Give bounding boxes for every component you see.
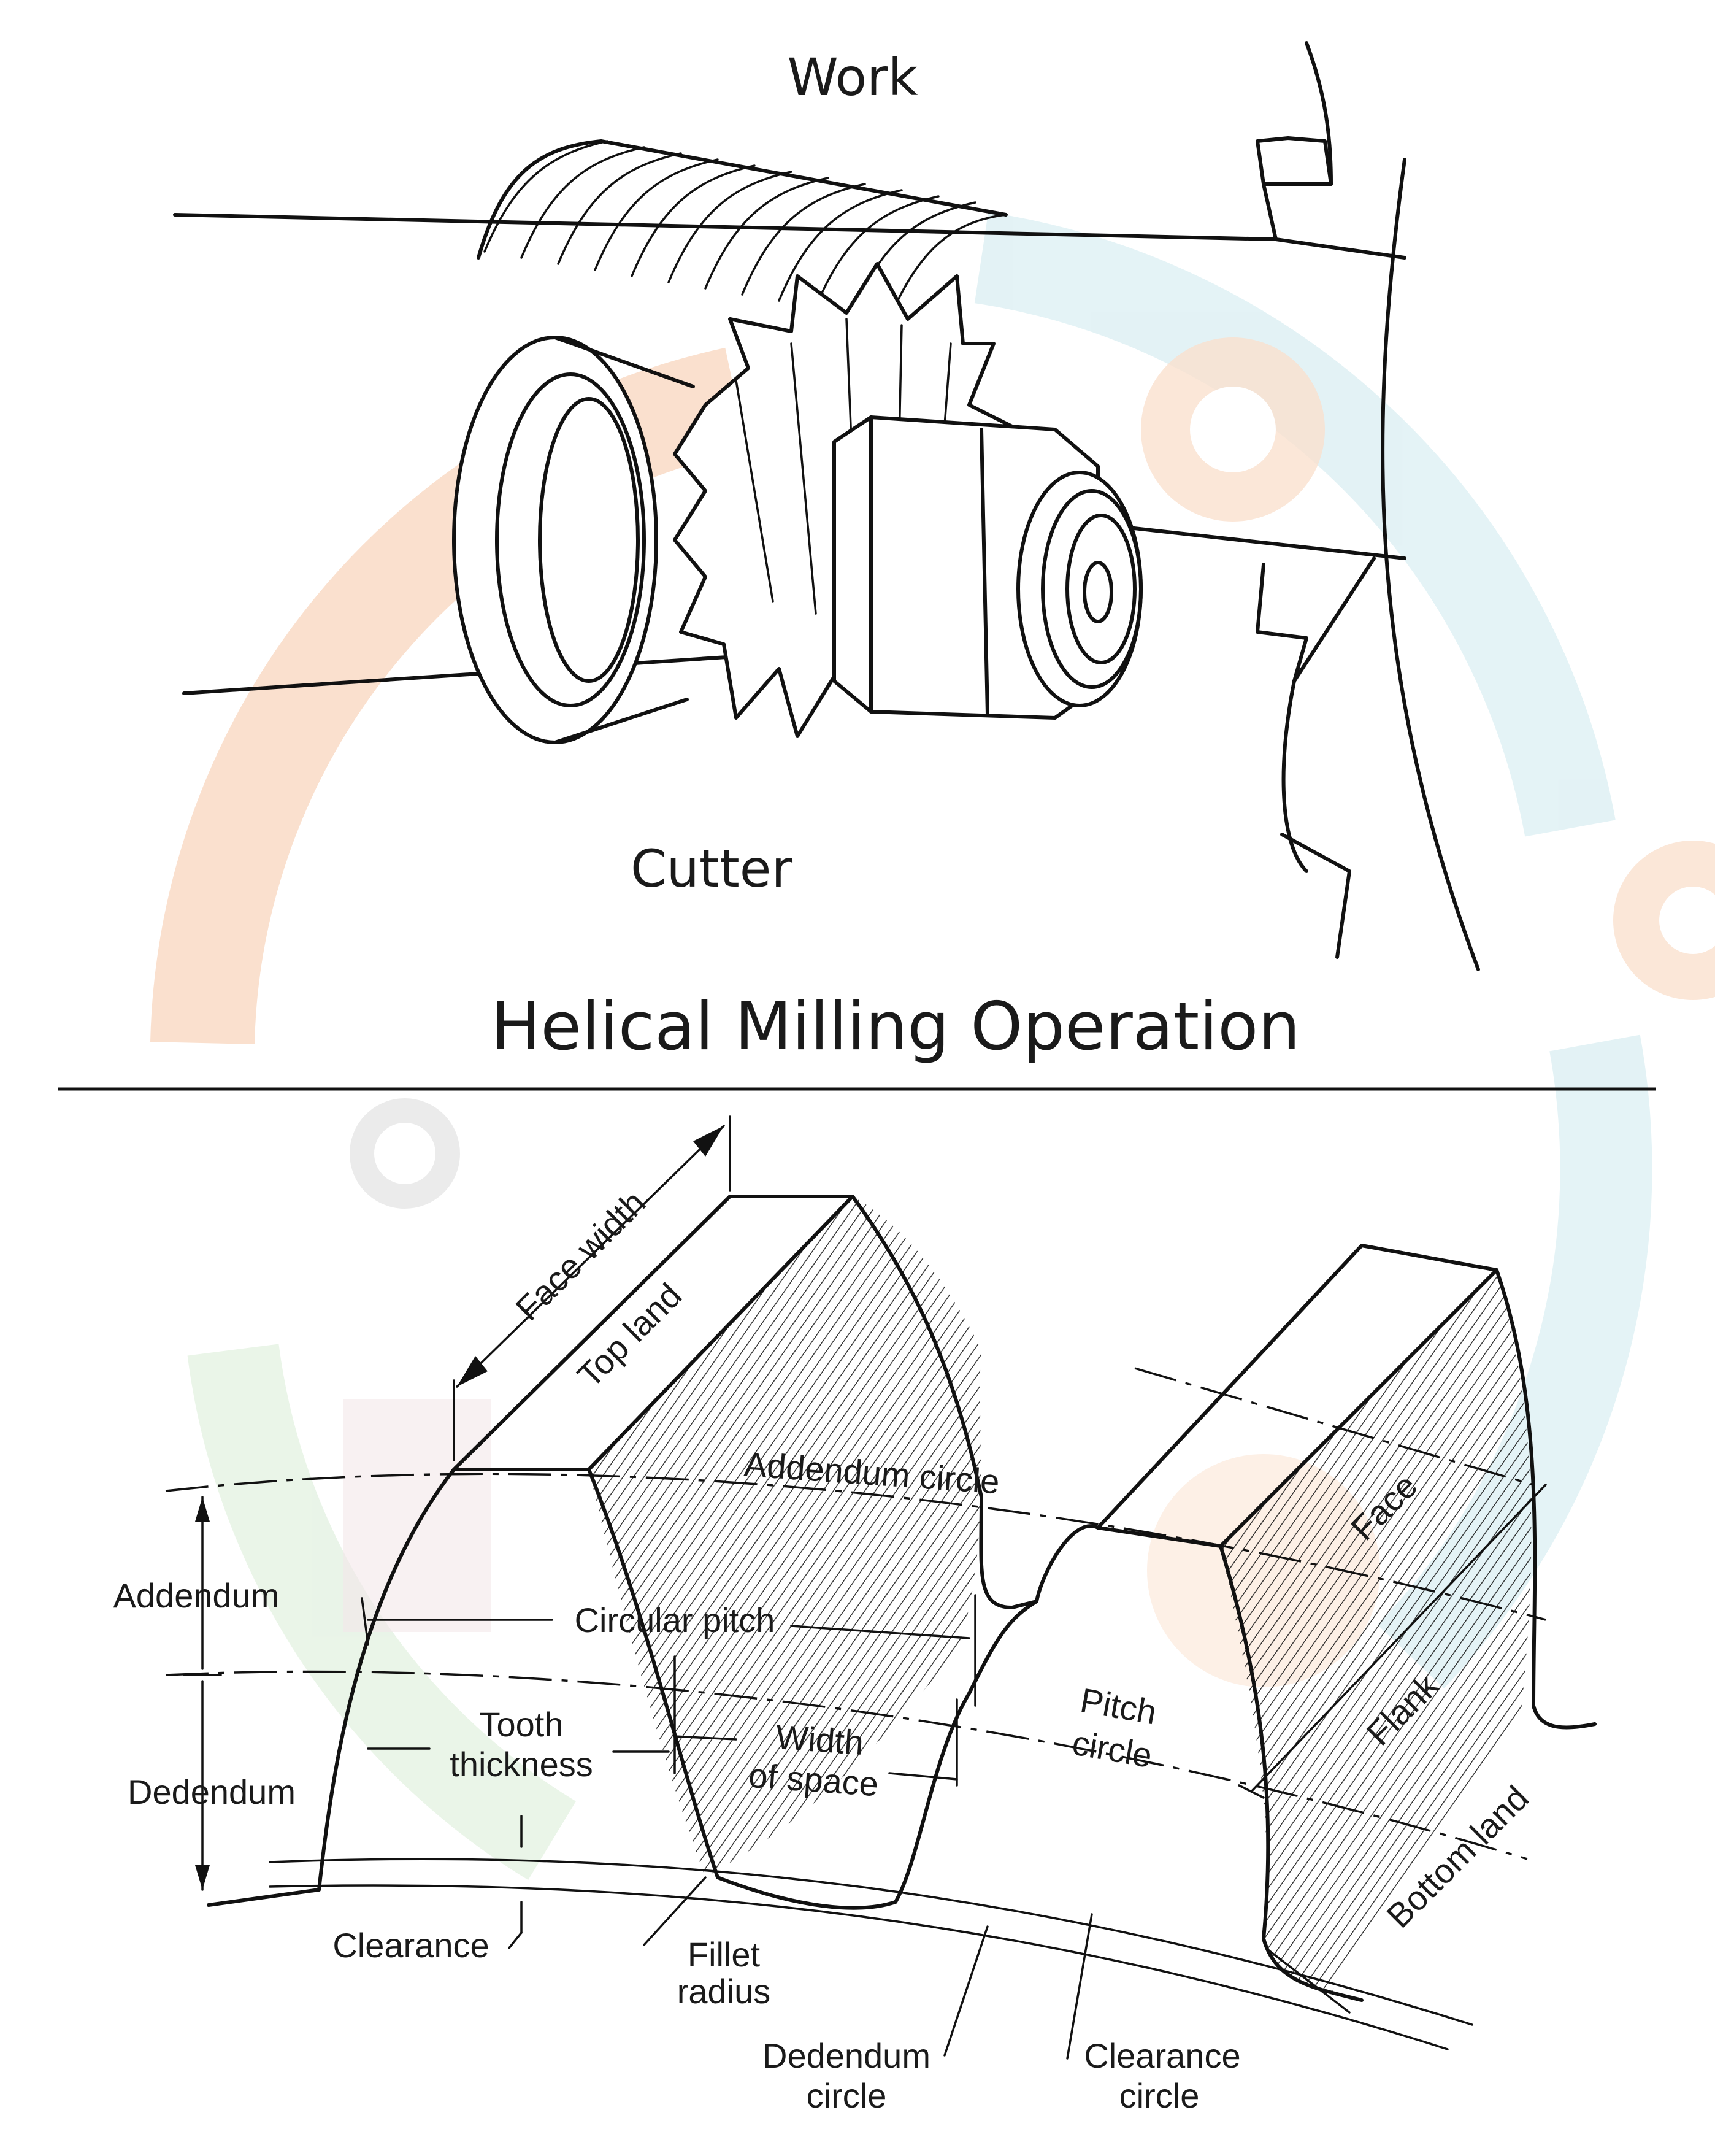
tooth-label: Tooth [480,1705,564,1744]
cutter-label: Cutter [631,839,792,899]
radius-label: radius [677,1972,771,2011]
pitch-circle-label: circle [1070,1723,1156,1775]
gear-teeth-drawing [165,1115,1597,2060]
clearance-circle-label-2: circle [1119,2076,1200,2115]
of-space-label: of space [748,1756,880,1804]
work-label: Work [788,47,918,107]
clearance-label: Clearance [332,1926,489,1965]
dedendum-circle-label-1: Dedendum [762,2036,930,2075]
dedendum-label: Dedendum [128,1773,296,1811]
helical-milling-drawing [173,41,1480,971]
thickness-label: thickness [450,1745,593,1784]
circular-pitch-label: Circular pitch [575,1601,775,1639]
dedendum-circle-label-2: circle [807,2076,887,2115]
pitch-label: Pitch [1078,1681,1160,1732]
figure-caption: Helical Milling Operation [491,988,1300,1065]
width-label: Width [775,1717,865,1762]
clearance-circle-label-1: Clearance [1084,2036,1240,2075]
fillet-label: Fillet [688,1935,761,1974]
addendum-label: Addendum [113,1576,280,1615]
